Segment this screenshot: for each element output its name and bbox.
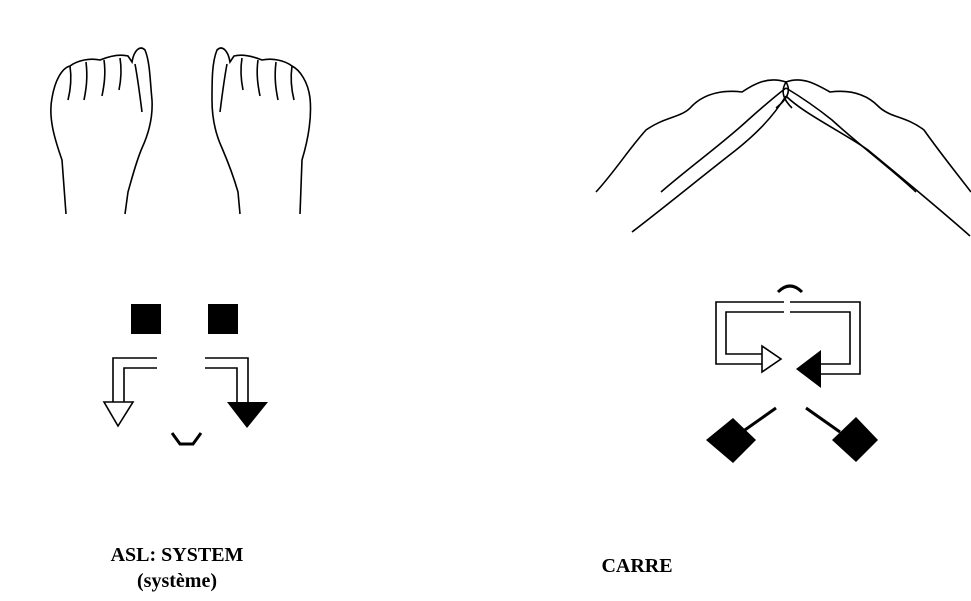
caption-system-subtitle: (système) — [27, 568, 327, 594]
handshape-square-right — [208, 304, 238, 334]
carre-sign-drawing — [486, 0, 971, 601]
handshape-square-left — [131, 304, 161, 334]
circular-arrow-filled — [790, 302, 860, 388]
circular-arrow-open — [716, 302, 784, 372]
caption-system-title: ASL: SYSTEM — [27, 542, 327, 568]
movement-arrow-filled — [205, 358, 268, 428]
right-hand-illustration — [212, 48, 311, 214]
caption-carre: CARRE — [487, 553, 787, 579]
caption-system: ASL: SYSTEM (système) — [27, 542, 327, 594]
caption-carre-title: CARRE — [487, 553, 787, 579]
handshape-diamond-left — [706, 408, 776, 463]
movement-arrow-open — [104, 358, 157, 426]
contact-symbol — [172, 433, 201, 444]
handshape-diamond-right — [806, 408, 878, 462]
left-hand-illustration — [51, 48, 152, 214]
contact-arc — [778, 286, 802, 292]
sign-panel-system: ASL: SYSTEM (système) — [0, 0, 486, 601]
meeting-hands-illustration — [596, 80, 971, 236]
system-sign-drawing — [0, 0, 486, 601]
sign-panel-carre: CARRE — [486, 0, 971, 601]
